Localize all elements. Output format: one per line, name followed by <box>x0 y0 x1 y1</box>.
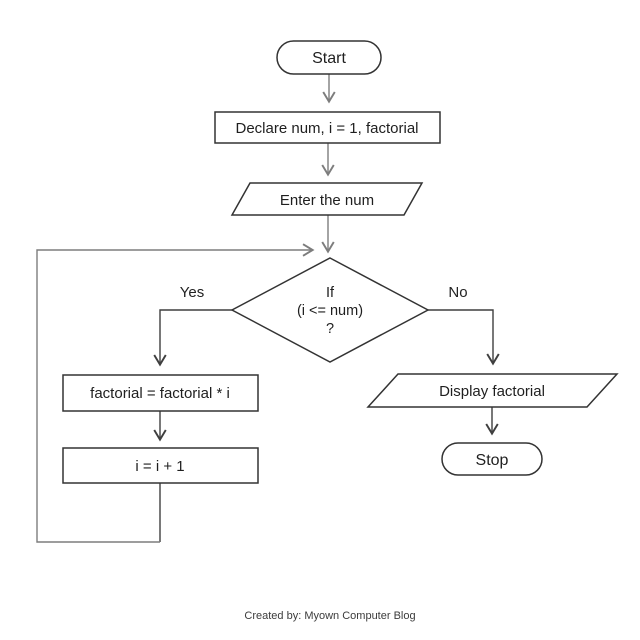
yes-branch-label: Yes <box>180 284 204 301</box>
arrow-decision-yes-to-multiply <box>153 309 232 367</box>
decision-label-line2: (i <= num) <box>297 303 363 319</box>
start-terminal-shape <box>276 40 382 75</box>
stop-terminal-shape <box>441 442 543 476</box>
declare-process-shape <box>214 111 441 144</box>
display-label: Display factorial <box>439 383 545 400</box>
multiply-label: factorial = factorial * i <box>90 385 230 402</box>
stop-label: Stop <box>476 452 509 469</box>
loop-line-back-to-decision <box>36 243 315 543</box>
footer-credit-text: Created by: Myown Computer Blog <box>244 610 415 622</box>
multiply-process-shape <box>62 374 259 412</box>
enter-num-io-shape <box>230 182 424 216</box>
start-label: Start <box>312 50 346 67</box>
decision-label-line1: If <box>326 285 335 301</box>
display-io-shape <box>366 373 619 408</box>
declare-label: Declare num, i = 1, factorial <box>236 120 419 137</box>
decision-diamond-shape <box>230 257 430 363</box>
enter-num-label: Enter the num <box>280 192 374 209</box>
decision-label-line3: ? <box>326 321 334 337</box>
arrow-decision-no-to-display <box>428 309 500 366</box>
increment-process-shape <box>62 447 259 484</box>
increment-label: i = i + 1 <box>135 458 184 475</box>
no-branch-label: No <box>448 284 467 301</box>
